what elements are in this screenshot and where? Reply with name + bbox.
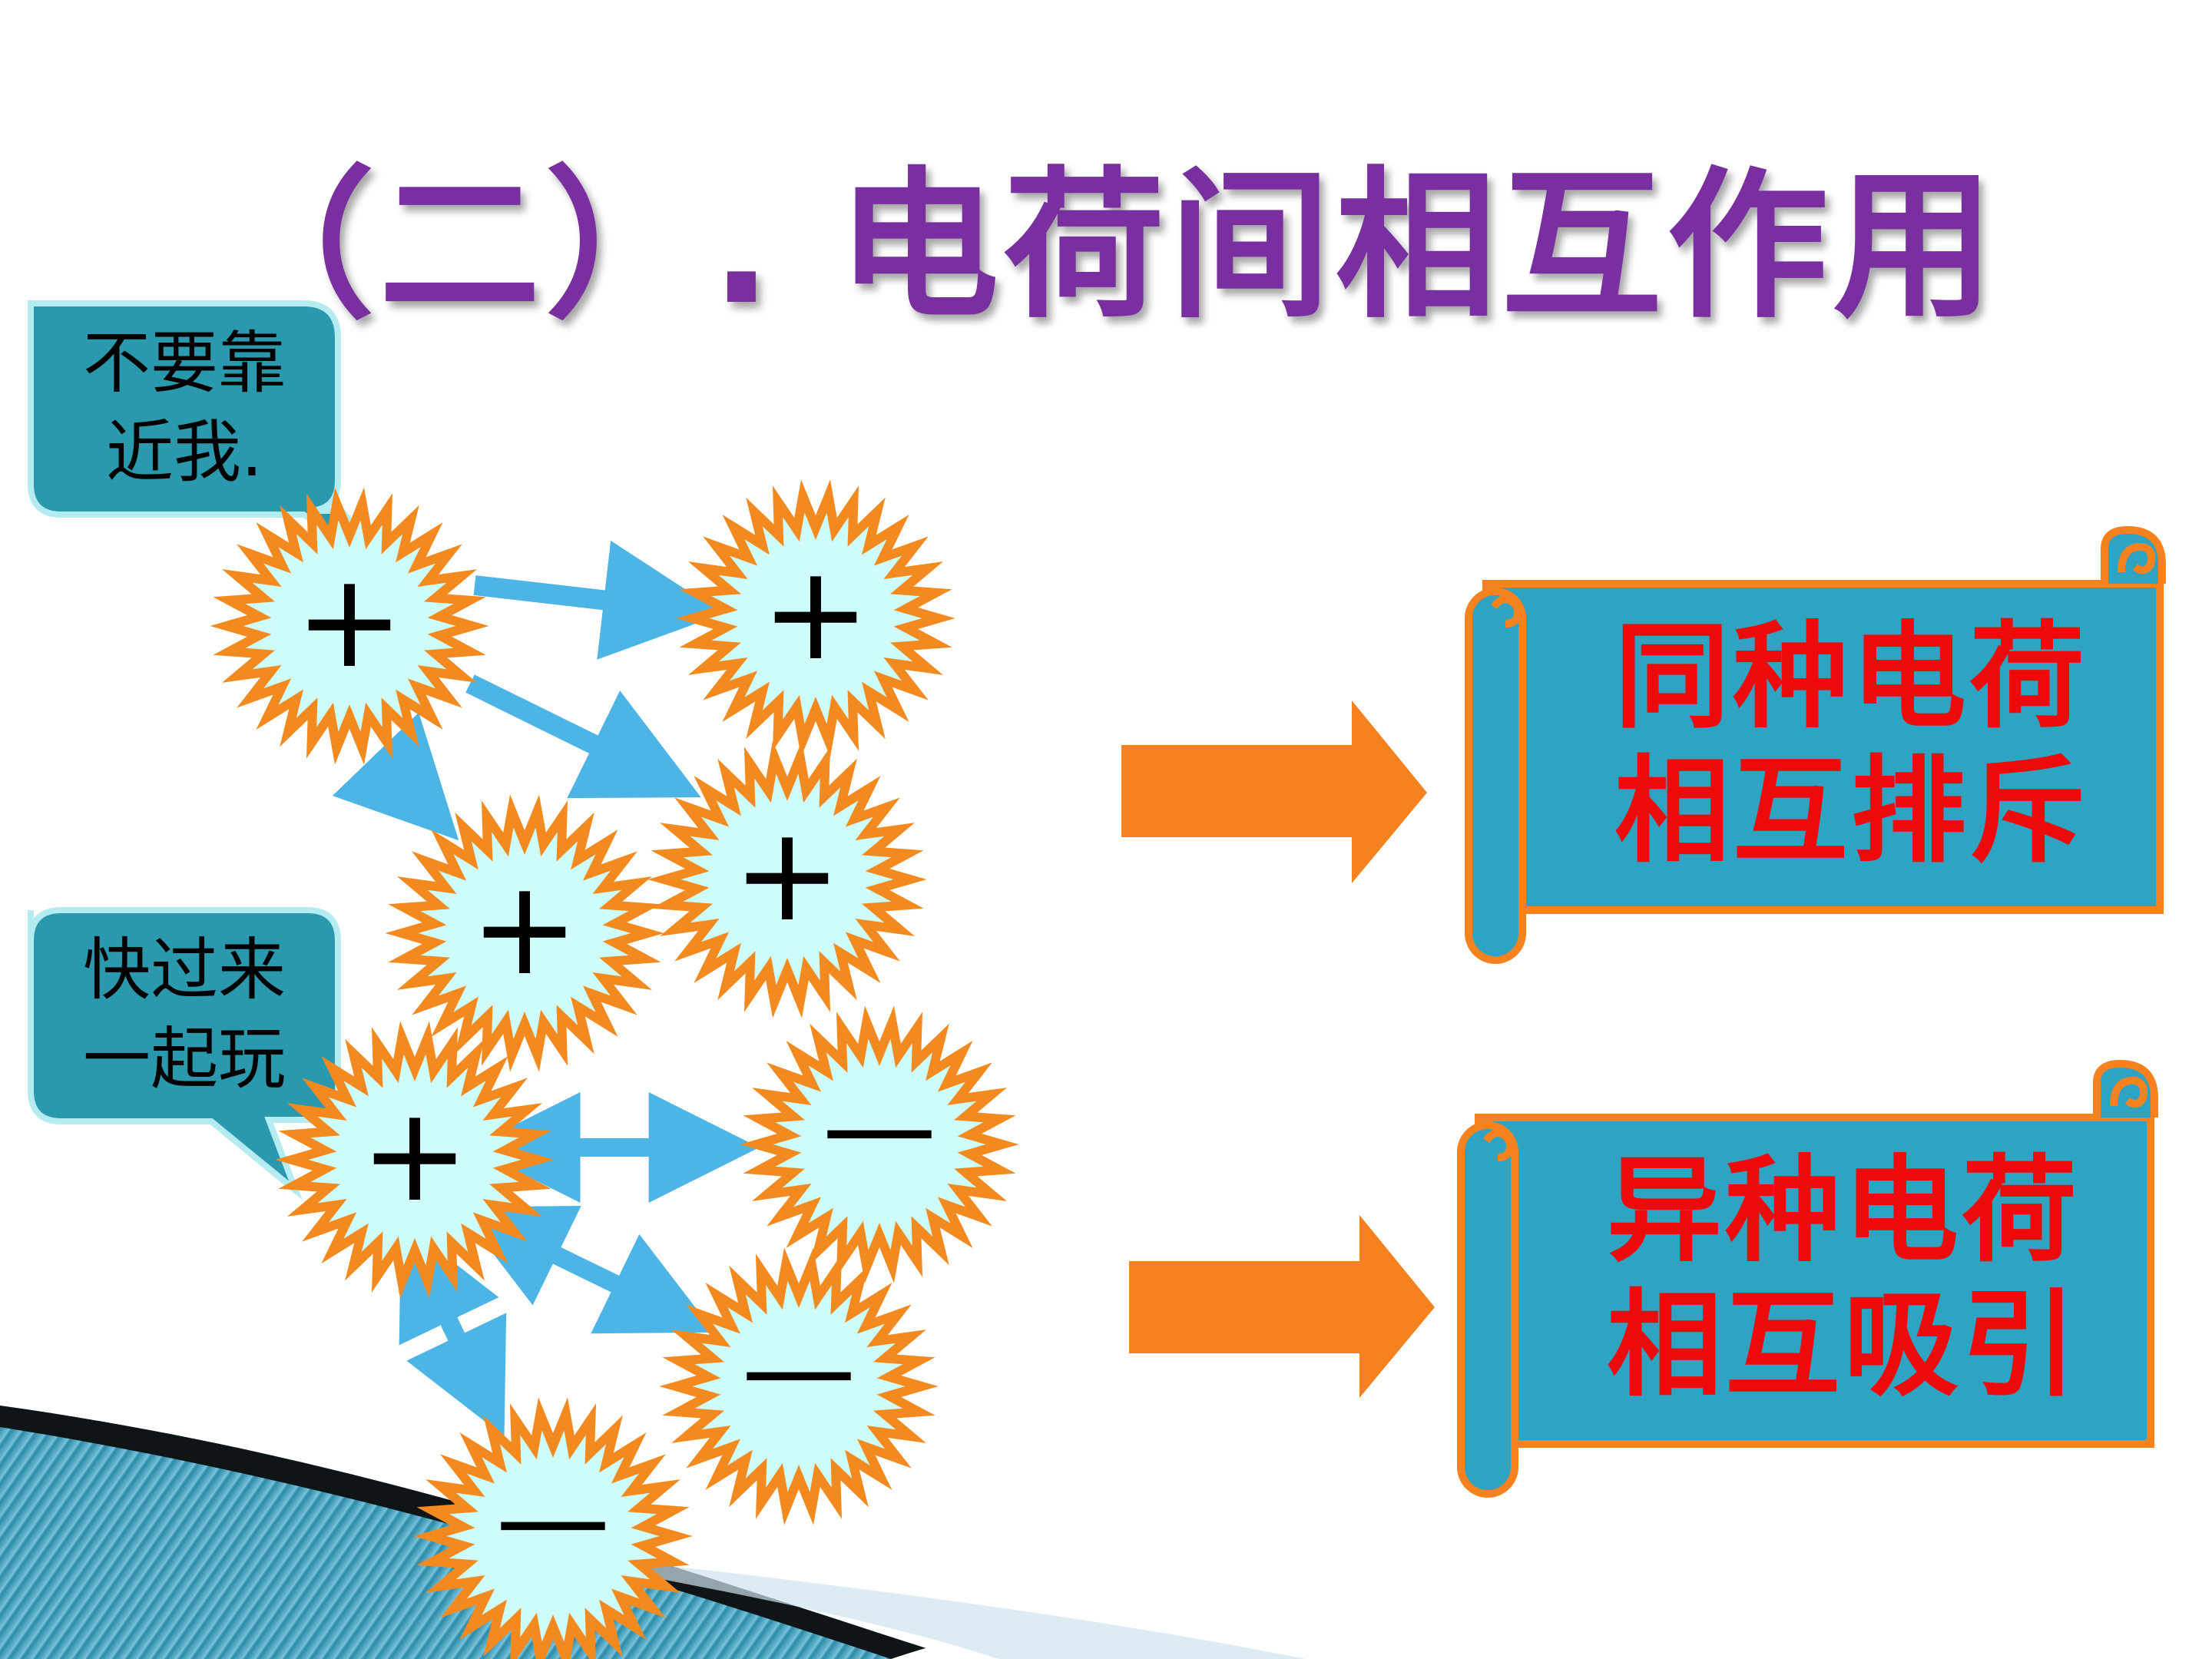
- conclusion-arrow-like: [1121, 700, 1427, 883]
- speech-bubble-repel: [27, 300, 387, 568]
- positive-charge-4: +: [385, 794, 664, 1072]
- bubble-repel-text: 不要靠 近我.: [46, 319, 323, 497]
- charge-burst-shape: [647, 740, 927, 1018]
- repel-arrow-2: [465, 674, 701, 799]
- attract-arrow-2: [457, 1206, 715, 1334]
- scroll-like-charges: [1465, 525, 2166, 964]
- minus-sign: —: [822, 1060, 937, 1194]
- bubble-attract-text: 快过来 一起玩: [46, 926, 323, 1104]
- bubble-repel-line1: 不要靠: [82, 323, 286, 402]
- conclusion-unlike-line2: 相互吸引: [1606, 1279, 2080, 1412]
- charge-burst-shape: [413, 1397, 693, 1659]
- minus-sign: —: [741, 1302, 856, 1435]
- negative-charge-6: —: [740, 1005, 1019, 1283]
- positive-charge-2: +: [676, 479, 955, 757]
- bubble-attract-line1: 快过来: [82, 930, 286, 1009]
- plus-sign: +: [761, 538, 870, 690]
- charge-burst-shape: [740, 1005, 1019, 1283]
- conclusion-unlike-line1: 异种电荷: [1606, 1144, 2080, 1278]
- slide-title: （二）. 电荷间相互作用: [213, 152, 1999, 340]
- bubble-repel-line2: 近我.: [106, 412, 263, 492]
- plus-sign: +: [733, 799, 842, 951]
- conclusion-unlike-text: 异种电荷 相互吸引: [1544, 1144, 2143, 1413]
- plus-sign: +: [360, 1079, 469, 1231]
- scroll-unlike-charges: [1457, 1059, 2158, 1498]
- attract-arrow-3: [399, 1221, 507, 1437]
- negative-charge-7: —: [659, 1247, 939, 1525]
- conclusion-like-line1: 同种电荷: [1614, 611, 2088, 744]
- positive-charge-3: +: [647, 740, 927, 1018]
- charge-burst-shape: [676, 479, 955, 757]
- bubble-attract-line2: 一起玩: [82, 1019, 286, 1098]
- repel-arrow-3: [332, 712, 459, 841]
- charge-burst-shape: [210, 487, 489, 765]
- repel-arrow-1: [473, 540, 724, 660]
- conclusion-like-line2: 相互排斥: [1614, 745, 2088, 879]
- plus-sign: +: [470, 853, 579, 1005]
- negative-charge-8: —: [413, 1397, 693, 1659]
- charge-burst-shape: [659, 1247, 939, 1525]
- minus-sign: —: [495, 1452, 611, 1585]
- positive-charge-5: +: [275, 1021, 555, 1299]
- positive-charge-1: +: [210, 487, 489, 765]
- conclusion-arrow-unlike: [1129, 1215, 1435, 1398]
- conclusion-like-text: 同种电荷 相互排斥: [1551, 611, 2151, 879]
- plus-sign: +: [295, 545, 404, 697]
- charge-burst-shape: [275, 1021, 555, 1299]
- charge-burst-shape: [385, 794, 664, 1072]
